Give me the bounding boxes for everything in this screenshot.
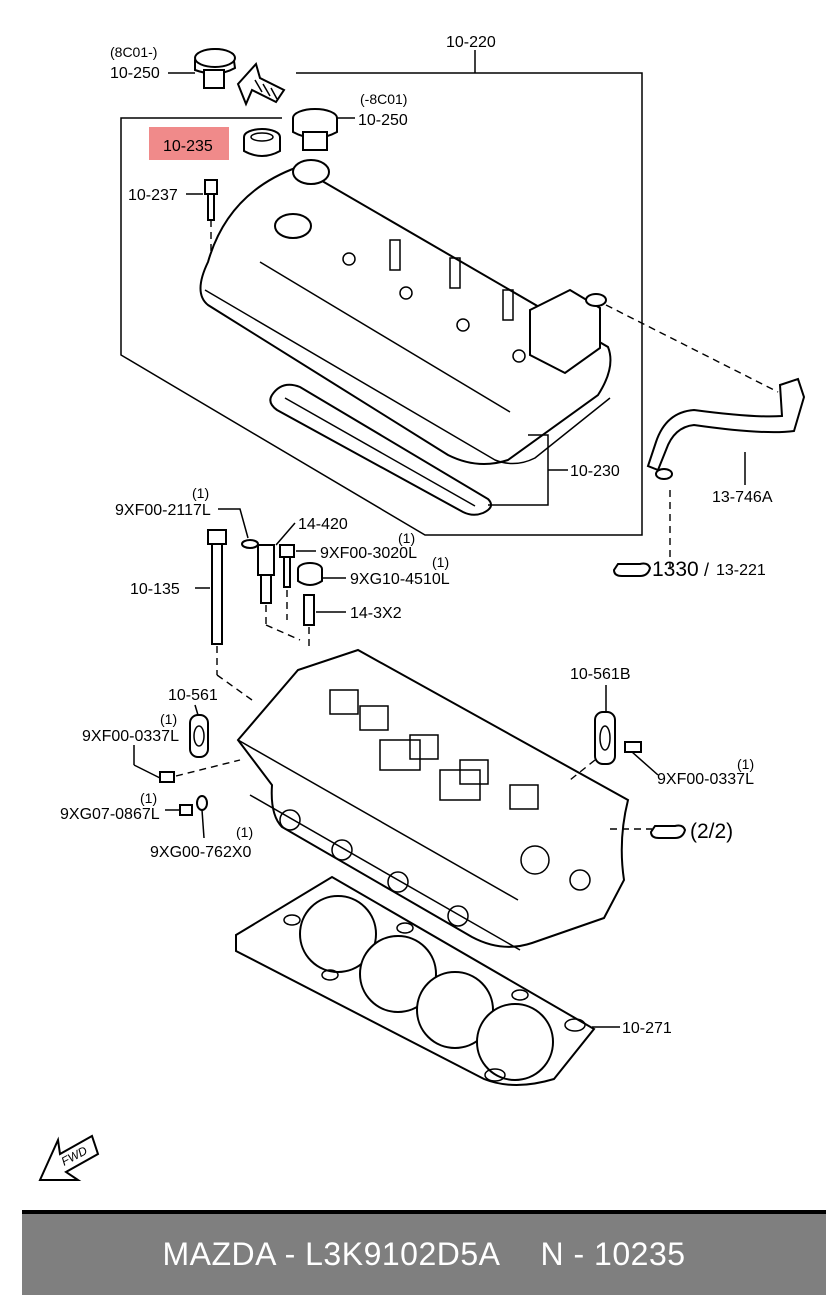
label-9xf00-2117l: 9XF00-2117L (115, 502, 211, 519)
oil-filler-cap-icon (168, 48, 237, 89)
footer-part-number: MAZDA - L3K9102D5A (162, 1236, 501, 1272)
label-9xg10-4510l: 9XG10-4510L (350, 571, 450, 588)
label-10-250-a: 10-250 (110, 65, 160, 82)
label-1330: 1330 (652, 558, 699, 581)
insert-arrow-icon (236, 61, 286, 107)
label-9xg07-0867l: 9XG07-0867L (60, 806, 160, 823)
label-qty-e: (1) (140, 790, 157, 806)
bolt-10-237-icon (186, 179, 218, 262)
label-10-250-b: 10-250 (358, 112, 408, 129)
label-qty-b: (1) (398, 530, 415, 546)
label-8c01: (8C01-) (110, 44, 157, 60)
label-14-420: 14-420 (298, 516, 348, 533)
label-10-237: 10-237 (128, 187, 178, 204)
label-10-135: 10-135 (130, 581, 180, 598)
bolt-9xf00-3020l-icon (279, 544, 316, 620)
valve-cover-group-frame (120, 50, 643, 536)
label-10-561: 10-561 (168, 687, 218, 704)
ventilation-hose-icon (646, 377, 806, 568)
plug-9xg10-4510l-icon (297, 562, 346, 586)
label-qty-d: (1) (160, 711, 177, 727)
valve-cover-gasket-icon (269, 383, 568, 516)
reference-hand-2-icon (649, 824, 687, 839)
label-13-746a: 13-746A (712, 489, 773, 506)
label-minus-8c01: (-8C01) (360, 91, 407, 107)
parts-diagram: FWD 10-220 (8C01-) 10-250 (-8C01) 10-250… (38, 34, 806, 1181)
head-gasket-icon (235, 875, 620, 1086)
gasket-10-561b-icon (569, 685, 616, 781)
sensor-14-420-icon (257, 522, 301, 641)
label-13-221: 13-221 (716, 562, 766, 579)
label-9xf00-3020l: 9XF00-3020L (320, 545, 417, 562)
footer-reference: N - 10235 (540, 1236, 686, 1272)
seal-icon (243, 128, 281, 157)
label-9xf00-0337l-left: 9XF00-0337L (82, 728, 179, 745)
highlight-box (149, 127, 229, 160)
bolt-9xf00-0337l-left-icon (133, 745, 241, 783)
fwd-arrow-icon: FWD (38, 1134, 100, 1181)
label-10-220: 10-220 (446, 34, 496, 51)
label-10-230: 10-230 (570, 463, 620, 480)
oil-filler-cap-inner-icon (292, 108, 355, 151)
label-10-271: 10-271 (622, 1020, 672, 1037)
bolt-9xf00-0337l-right-icon (624, 741, 659, 776)
label-10-561b: 10-561B (570, 666, 631, 683)
label-qty-c: (1) (432, 554, 449, 570)
label-10-235: 10-235 (163, 138, 213, 155)
label-qty-f: (1) (236, 824, 253, 840)
label-14-3x2: 14-3X2 (350, 605, 402, 622)
gasket-10-561-icon (189, 704, 209, 758)
label-9xg00-762x0: 9XG00-762X0 (150, 844, 252, 861)
footer-bar: MAZDA - L3K9102D5A N - 10235 (22, 1210, 826, 1295)
valve-cover-icon (199, 159, 779, 465)
washer-9xg00-762x0-icon (196, 795, 208, 839)
label-qty-a: (1) (192, 485, 209, 501)
stud-14-3x2-icon (303, 594, 346, 650)
label-9xf00-0337l-right: 9XF00-0337L (657, 771, 754, 788)
label-2-of-2: (2/2) (690, 820, 733, 843)
label-slash: / (704, 560, 709, 580)
label-qty-g: (1) (737, 756, 754, 772)
head-bolt-icon (195, 529, 253, 701)
reference-hand-icon (612, 562, 652, 577)
plug-9xg07-0867l-icon (165, 804, 193, 816)
cylinder-head-icon (236, 648, 652, 951)
